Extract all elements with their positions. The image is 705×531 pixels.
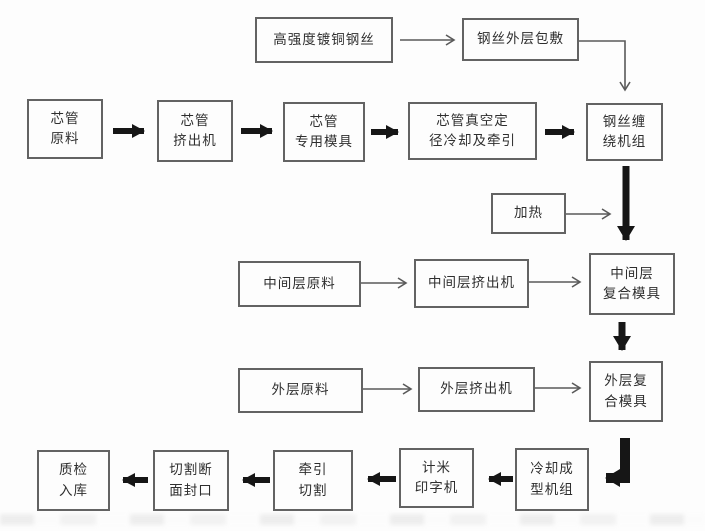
node-wire-outer-coating: 钢丝外层包敷 xyxy=(462,18,579,61)
node-qc-storage: 质检 入库 xyxy=(37,450,110,511)
arrow-outermold-to-cooling xyxy=(605,438,630,487)
node-outer-mold: 外层复 合模具 xyxy=(589,361,663,422)
arrow-coating-to-winding xyxy=(579,40,631,92)
node-pull-cutting: 牵引 切割 xyxy=(273,450,353,511)
scan-artifact-band xyxy=(0,514,705,525)
node-cut-seal: 切割断 面封口 xyxy=(153,450,229,511)
node-core-raw: 芯管 原料 xyxy=(27,99,103,159)
node-cooling-unit: 冷却成 型机组 xyxy=(515,448,589,511)
node-wire-winding: 钢丝缠 绕机组 xyxy=(586,103,663,161)
node-outer-raw: 外层原料 xyxy=(238,368,363,413)
node-outer-extruder: 外层挤出机 xyxy=(418,367,535,412)
node-heating: 加热 xyxy=(491,193,566,234)
node-steel-wire-raw: 高强度镀铜钢丝 xyxy=(255,17,393,63)
node-meter-printer: 计米 印字机 xyxy=(399,448,474,508)
node-core-vacuum: 芯管真空定 径冷却及牵引 xyxy=(408,102,537,160)
node-core-mold: 芯管 专用模具 xyxy=(283,102,365,162)
node-mid-extruder: 中间层挤出机 xyxy=(414,259,529,308)
node-mid-raw: 中间层原料 xyxy=(238,261,361,307)
node-core-extruder: 芯管 挤出机 xyxy=(157,100,233,162)
node-mid-mold: 中间层 复合模具 xyxy=(589,253,675,315)
